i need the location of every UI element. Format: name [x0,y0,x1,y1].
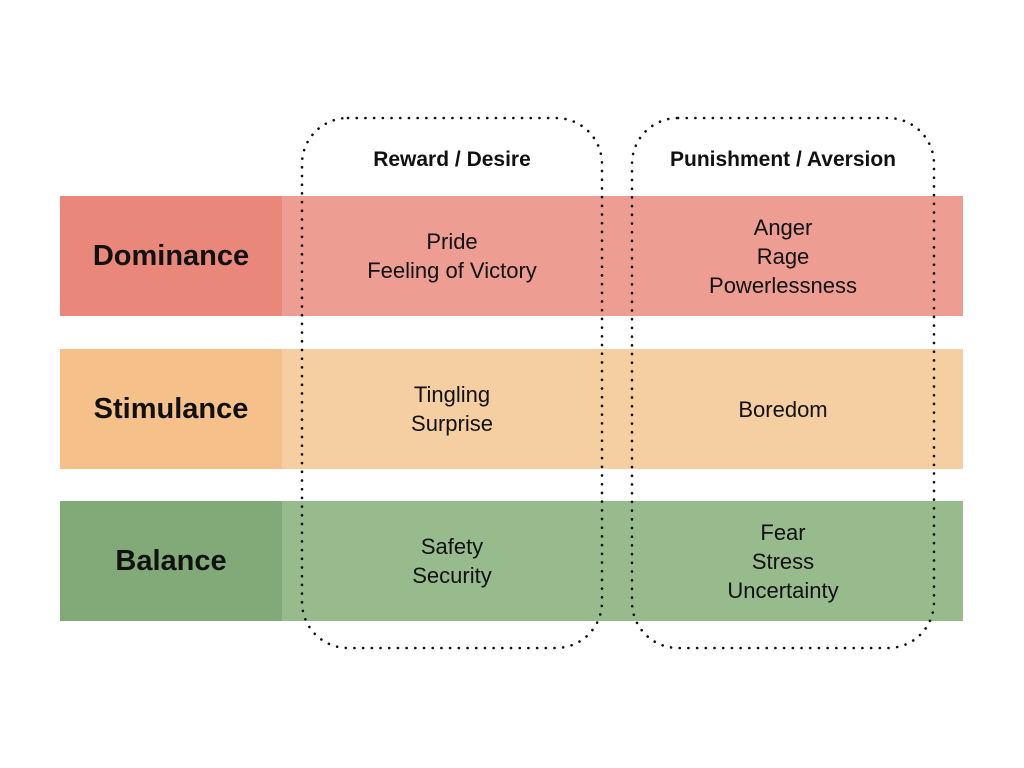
cell-stimulance-punishment: Boredom [632,349,934,469]
cell-text: Surprise [411,411,493,436]
row-label-stimulance: Stimulance [60,349,282,469]
cell-stimulance-reward: Tingling Surprise [302,349,602,469]
cell-text: Fear [760,519,806,545]
cell-text: Rage [756,243,810,269]
cell-text: Stress [751,548,815,574]
row-balance: Balance Safety Security Fear Stress Unce… [60,501,963,621]
cell-text: Feeling of Victory [367,258,537,283]
cell-text: Tingling [413,382,491,407]
row-label-dominance: Dominance [60,196,282,316]
cell-text: Powerlessness [709,272,857,298]
cell-text: Boredom [738,396,828,422]
cell-text: Security [412,563,492,588]
cell-balance-reward: Safety Security [302,501,602,621]
row-dominance: Dominance Pride Feeling of Victory Anger… [60,196,963,316]
cell-text: Uncertainty [727,577,839,603]
cell-dominance-punishment: Anger Rage Powerlessness [632,196,934,316]
cell-text: Safety [420,534,484,559]
cell-text: Pride [426,229,478,254]
column-header-punishment: Punishment / Aversion [670,148,896,171]
cell-dominance-reward: Pride Feeling of Victory [302,196,602,316]
cell-text: Anger [753,214,813,240]
row-label-balance: Balance [60,501,282,621]
column-header-reward: Reward / Desire [373,148,531,171]
row-stimulance: Stimulance Tingling Surprise Boredom [60,349,963,469]
cell-balance-punishment: Fear Stress Uncertainty [632,501,934,621]
